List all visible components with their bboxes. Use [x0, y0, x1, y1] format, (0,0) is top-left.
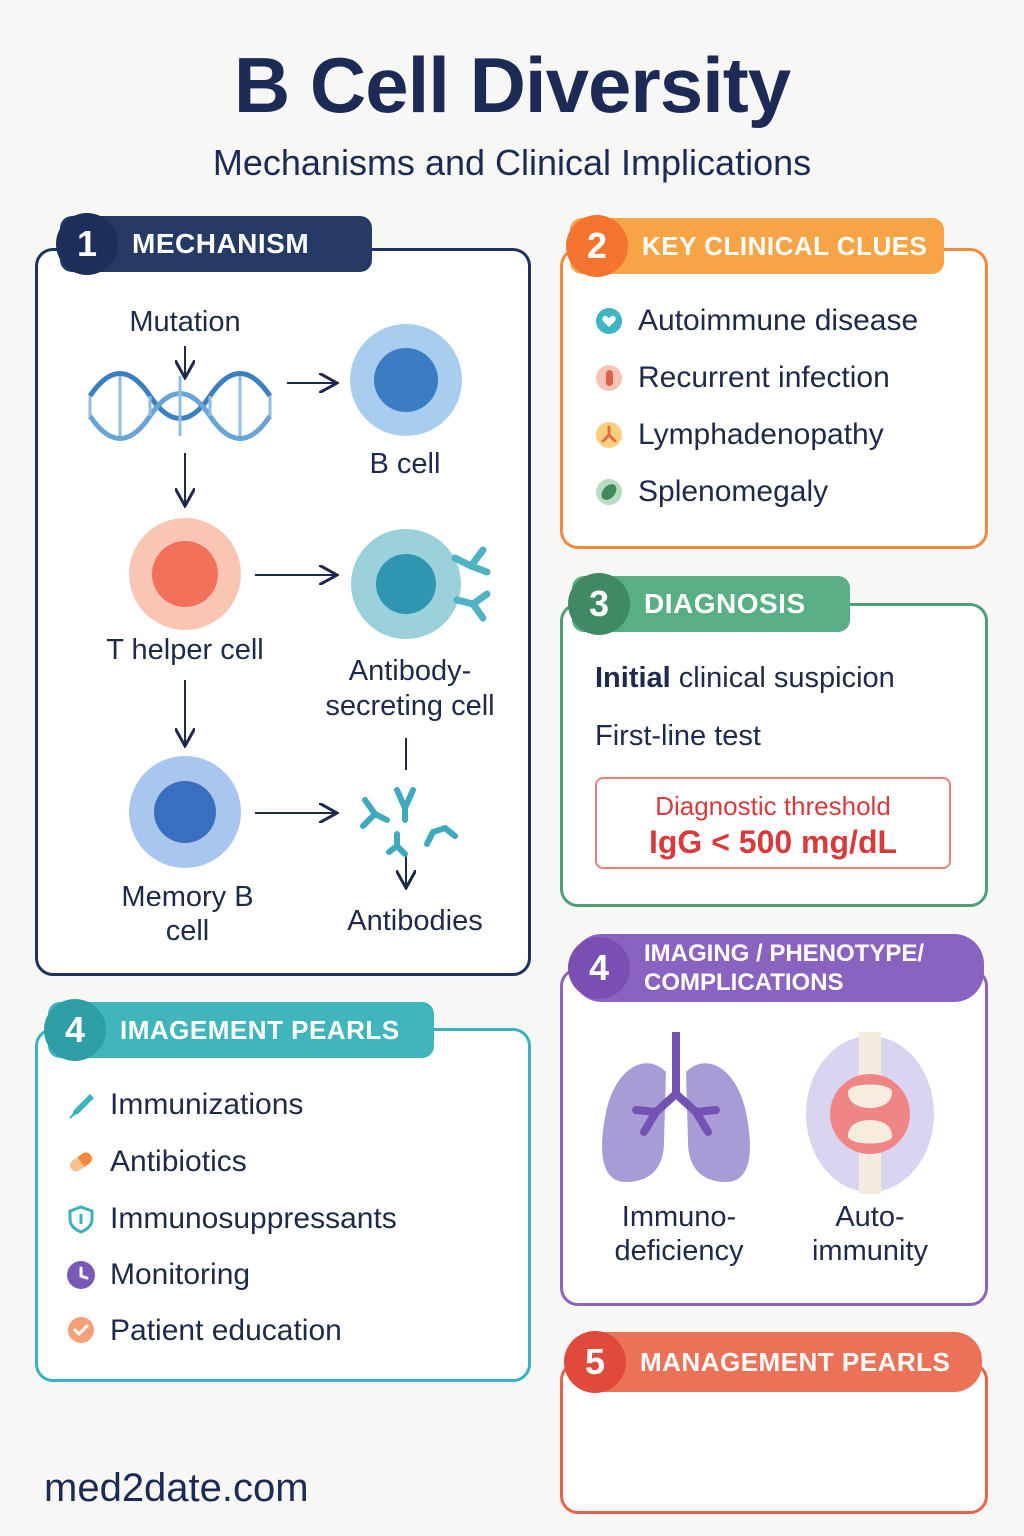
imaging-heading: IMAGING / PHENOTYPE/ COMPLICATIONS: [644, 939, 924, 997]
diagnosis-number: 3: [568, 573, 630, 635]
footer-brand: med2date.com: [44, 1466, 309, 1510]
diagnosis-line-2: First-line test: [595, 720, 761, 752]
pearl-item-immunosuppressants: Immunosuppressants: [66, 1202, 397, 1236]
pearl-label: Monitoring: [110, 1258, 251, 1291]
pearl-label: Patient education: [110, 1314, 342, 1347]
threshold-value: IgG < 500 mg/dL: [648, 824, 898, 860]
clue-label: Splenomegaly: [638, 475, 829, 508]
imaging-header: 4 IMAGING / PHENOTYPE/ COMPLICATIONS: [568, 934, 984, 1002]
clue-item-splenomegaly: Splenomegaly: [594, 475, 828, 509]
bacteria-icon: [594, 363, 624, 393]
joint-icon: [806, 1032, 934, 1194]
diagnosis-line-1-rest: clinical suspicion: [670, 662, 895, 694]
mechanism-number: 1: [56, 213, 118, 275]
pearl-item-immunizations: Immunizations: [66, 1088, 303, 1122]
antibody-secreting-cell-icon: [351, 529, 491, 639]
badge-check-icon: [66, 1316, 96, 1346]
mechanism-diagram: [87, 324, 491, 970]
label-t-helper-cell: T helper cell: [106, 634, 264, 666]
clinical-clues-number: 2: [566, 215, 628, 277]
heart-shield-icon: [594, 306, 624, 336]
pearl-label: Immunizations: [110, 1088, 304, 1121]
diagnostic-threshold-box: Diagnostic threshold IgG < 500 mg/dL: [595, 777, 951, 869]
label-b-cell: B cell: [369, 448, 441, 480]
clue-label: Lymphadenopathy: [638, 418, 884, 451]
diagnosis-header: 3 DIAGNOSIS: [568, 573, 850, 635]
pill-icon: [66, 1147, 96, 1177]
label-antibodies: Antibodies: [347, 905, 483, 937]
dna-icon: [87, 371, 273, 441]
pearl-item-antibiotics: Antibiotics: [66, 1145, 247, 1179]
clue-item-infection: Recurrent infection: [594, 361, 890, 395]
label-mutation: Mutation: [129, 306, 241, 338]
diagnosis-line-1: Initial clinical suspicion: [595, 662, 895, 695]
label-antibody-secreting-cell: Antibody-secreting cell: [325, 655, 495, 722]
management-pearls-header: 5 MANAGEMENT PEARLS: [564, 1331, 982, 1393]
syringe-icon: [66, 1090, 96, 1120]
lungs-icon: [602, 1032, 750, 1182]
clue-item-lymphadenopathy: Lymphadenopathy: [594, 418, 884, 452]
label-memory-b-cell: Memory B cell: [121, 881, 254, 947]
diagnosis-heading: DIAGNOSIS: [644, 588, 806, 619]
imagement-pearls-heading: IMAGEMENT PEARLS: [120, 1014, 400, 1045]
clinical-clues-panel: [560, 248, 988, 549]
shield-icon: [66, 1204, 96, 1234]
b-cell-icon: [350, 324, 462, 436]
threshold-label: Diagnostic threshold: [655, 791, 891, 821]
mechanism-heading: MECHANISM: [132, 228, 310, 259]
label-immunodeficiency: Immuno-deficiency: [614, 1201, 744, 1267]
label-autoimmunity: Auto-immunity: [811, 1201, 928, 1267]
imagement-pearls-header: 4 IMAGEMENT PEARLS: [44, 999, 434, 1061]
page-subtitle: Mechanisms and Clinical Implications: [212, 142, 812, 183]
diagnosis-line-1-bold: Initial: [595, 662, 671, 694]
antibodies-icon: [360, 787, 458, 857]
clue-item-autoimmune: Autoimmune disease: [594, 304, 918, 338]
page-title: B Cell Diversity: [233, 41, 791, 129]
imaging-number: 4: [568, 937, 630, 999]
pearl-label: Immunosuppressants: [110, 1202, 397, 1235]
spleen-icon: [594, 477, 624, 507]
clinical-clues-header: 2 KEY CLINICAL CLUES: [566, 215, 944, 277]
imagement-pearls-number: 4: [44, 999, 106, 1061]
t-helper-cell-icon: [129, 518, 241, 630]
clinical-clues-heading: KEY CLINICAL CLUES: [642, 230, 928, 261]
pearl-label: Antibiotics: [110, 1145, 247, 1178]
management-pearls-heading: MANAGEMENT PEARLS: [640, 1346, 951, 1377]
clock-icon: [66, 1260, 96, 1290]
memory-b-cell-icon: [129, 756, 241, 868]
imaging-heading-line-2: COMPLICATIONS: [644, 969, 844, 996]
imagement-pearls-panel: [35, 1028, 531, 1382]
clue-label: Autoimmune disease: [638, 304, 919, 337]
mechanism-header: 1 MECHANISM: [56, 213, 372, 275]
clue-label: Recurrent infection: [638, 361, 890, 394]
management-pearls-number: 5: [564, 1331, 626, 1393]
pearl-item-monitoring: Monitoring: [66, 1258, 250, 1292]
pearl-item-patient-education: Patient education: [66, 1314, 342, 1348]
imaging-heading-line-1: IMAGING / PHENOTYPE/: [644, 940, 925, 967]
lymph-node-icon: [594, 420, 624, 450]
